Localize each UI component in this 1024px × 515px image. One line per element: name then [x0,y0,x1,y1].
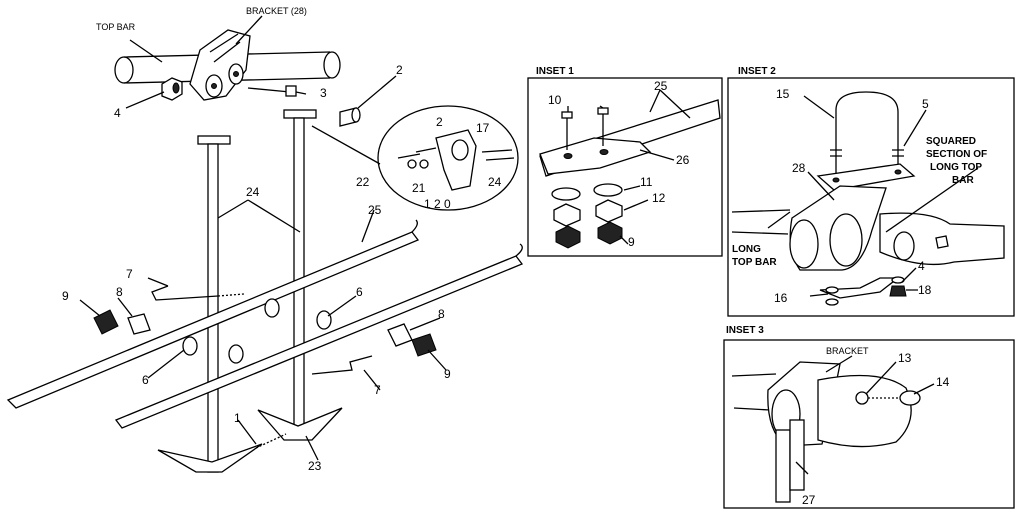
inset-2-title: INSET 2 [738,66,776,77]
inset-1-label-25: 25 [654,79,668,93]
inset-2-label-16: 16 [774,291,788,305]
inset-2-label-5: 5 [922,97,929,111]
inset-1-label-9: 9 [628,235,635,249]
inset-2-squared-4: BAR [952,175,974,186]
hook-7-left [151,285,245,301]
bolt-3-part [247,85,297,97]
bolt-1-part [255,433,287,449]
inset-2-label-28: 28 [792,161,806,175]
label-7-left: 7 [126,267,133,281]
label-24: 24 [246,185,260,199]
cap-2-part [339,107,361,127]
inset-2-squared-2: SECTION OF [926,149,987,160]
inset-1-label-10: 10 [548,93,562,107]
label-4: 4 [114,106,121,120]
label-7-right: 7 [374,383,381,397]
inset-3: INSET 3 BRACKET 13 14 27 [723,325,1015,509]
inset-2: INSET 2 15 5 SQUARED SECTION OF LONG TOP… [727,66,1015,317]
label-top-bar: TOP BAR [96,22,136,32]
main-assembly: TOP BAR BRACKET (28) 4 3 2 24 25 7 9 8 6… [6,6,524,473]
foot-23-right [257,407,343,441]
label-bracket-28: BRACKET (28) [246,6,307,16]
label-23: 23 [308,459,322,473]
detail-circle: 2 17 22 21 1 2 0 24 [311,105,519,211]
detail-label-2: 2 [436,115,443,129]
inset-2-label-18: 18 [918,283,932,297]
runner-25-back [114,243,524,429]
post-24-left [197,135,231,473]
label-1: 1 [234,411,241,425]
label-6-left: 6 [142,373,149,387]
detail-label-17: 17 [476,121,490,135]
detail-label-22: 22 [356,175,370,189]
label-25: 25 [368,203,382,217]
inset-3-bracket: BRACKET [826,346,869,356]
cap-9-right [411,333,437,357]
inset-2-long-1: LONG [732,244,761,255]
sleeve-8-left [127,313,151,335]
hook-7-right [311,355,373,375]
inset-2-squared-1: SQUARED [926,136,976,147]
label-8-right: 8 [438,307,445,321]
label-8-left: 8 [116,285,123,299]
detail-label-20: 1 2 0 [424,197,451,211]
detail-label-21: 21 [412,181,426,195]
inset-3-label-14: 14 [936,375,950,389]
bushing-6-a [182,298,332,364]
inset-3-title: INSET 3 [726,325,764,336]
inset-3-label-27: 27 [802,493,816,507]
label-6-right: 6 [356,285,363,299]
inset-1-label-26: 26 [676,153,690,167]
runner-25-front [6,219,420,409]
inset-2-label-4: 4 [918,259,925,273]
inset-1-label-12: 12 [652,191,666,205]
inset-2-squared-3: LONG TOP [930,162,982,173]
detail-label-24: 24 [488,175,502,189]
sleeve-8-right [387,323,413,347]
bracket-28-part [189,29,251,101]
label-3: 3 [320,86,327,100]
nut-4-part [161,77,183,101]
inset-2-long-2: TOP BAR [732,257,777,268]
label-2: 2 [396,63,403,77]
label-9-left: 9 [62,289,69,303]
inset-1-title: INSET 1 [536,66,574,77]
label-9-right: 9 [444,367,451,381]
inset-2-label-15: 15 [776,87,790,101]
foot-23-left [157,443,263,473]
inset-3-label-13: 13 [898,351,912,365]
inset-1: INSET 1 10 25 26 11 12 9 [527,66,723,257]
inset-1-label-11: 11 [640,175,653,189]
